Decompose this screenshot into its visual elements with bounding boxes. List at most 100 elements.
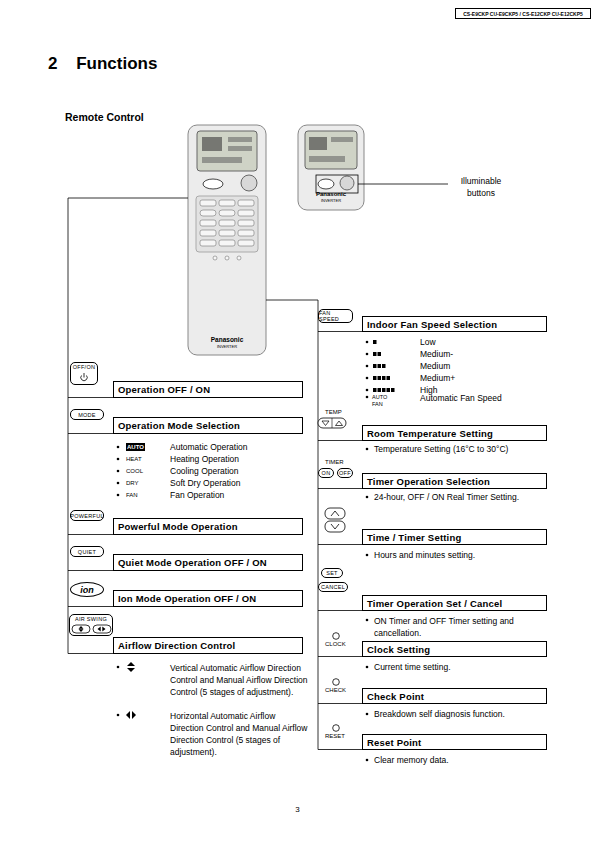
brand-logo: Panasonic [203, 336, 251, 344]
function-box: Airflow Direction Control [113, 637, 303, 654]
tree-lines [68, 198, 362, 750]
node-text: OFF/ON [73, 364, 96, 370]
bullet-text: Hours and minutes setting. [374, 550, 549, 560]
bullet-text: Cooling Operation [170, 466, 300, 476]
node-text: POWERFUL [70, 513, 104, 519]
button-panel [196, 196, 258, 252]
display-icons [228, 137, 252, 142]
node-text: CANCEL [321, 584, 345, 590]
function-box: Operation Mode Selection [113, 417, 303, 434]
node-text: MODE [78, 412, 96, 418]
remote-body [188, 125, 266, 355]
node-text: Quiet Mode Operation OFF / ON [118, 557, 267, 568]
node-text: Indoor Fan Speed Selection [367, 319, 497, 330]
bullet-text: Medium- [420, 349, 520, 359]
display-clock [202, 157, 242, 163]
node-text: Airflow Direction Control [118, 640, 235, 651]
bullet-text: Horizontal Automatic Airflow Direction C… [170, 710, 310, 758]
model-header: CS-E9CKP CU-E9CKP5 / CS-E12CKP CU-E12CKP… [455, 8, 591, 19]
remote-button: FAN SPEED [318, 309, 353, 323]
node-text: CS-E9CKP CU-E9CKP5 / CS-E12CKP CU-E12CKP… [463, 11, 583, 17]
remote-display [197, 131, 257, 171]
function-box: Timer Operation Set / Cancel [362, 595, 547, 611]
function-box: Room Temperature Setting [362, 425, 547, 441]
function-box: Reset Point [362, 734, 547, 750]
button-name: CLOCK [325, 641, 355, 648]
remote-button: CANCEL [318, 582, 348, 592]
node-text: Clock Setting [367, 644, 430, 655]
node-text: Time / Timer Setting [367, 532, 461, 543]
function-box: Indoor Fan Speed Selection [362, 316, 547, 332]
mode-code: COOL [126, 467, 143, 475]
mode-code: AUTO [126, 443, 145, 451]
ion-button [318, 179, 334, 189]
node-text: ion [80, 585, 94, 595]
node-text: Ion Mode Operation OFF / ON [118, 593, 256, 604]
node-text: Timer Operation Set / Cancel [367, 598, 502, 609]
function-box: Clock Setting [362, 641, 547, 657]
display-clock [309, 156, 345, 162]
bullet-text: Current time setting. [374, 662, 549, 672]
small-round-buttons [333, 633, 340, 732]
page-number: 3 [290, 805, 305, 815]
bullet-text: Low [420, 337, 520, 347]
function-box: Check Point [362, 688, 547, 704]
display-icons [331, 137, 353, 142]
button-name: RESET [325, 733, 355, 740]
remote-button: ON [318, 468, 334, 478]
bullet-text: Soft Dry Operation [170, 478, 300, 488]
remote-display [305, 131, 357, 169]
remote-button: MODE [70, 409, 104, 420]
remote-buttons [200, 200, 254, 260]
function-box: Operation OFF / ON [113, 381, 303, 398]
button-name: CHECK [325, 687, 355, 694]
model-mark: INVERTER [311, 198, 351, 203]
node-text: Operation Mode Selection [118, 420, 240, 431]
temp-buttons [318, 418, 346, 428]
page-title: 2 Functions [48, 54, 157, 74]
air-swing-buttons [72, 625, 111, 633]
function-box: Ion Mode Operation OFF / ON [113, 590, 303, 607]
mode-code: AUTO FAN [372, 394, 392, 408]
mode-code: HEAT [126, 455, 142, 463]
bullet-text: Automatic Operation [170, 442, 300, 452]
node-text: Timer Operation Selection [367, 476, 490, 487]
remote-body [298, 125, 364, 210]
bullet-text: 24-hour, OFF / ON Real Timer Setting. [374, 492, 549, 502]
leader-line [358, 184, 448, 185]
remote-button: POWERFUL [70, 510, 104, 521]
remote-button: OFF [337, 468, 353, 478]
brand-logo: Panasonic [307, 191, 355, 198]
bullet-text: Heating Operation [170, 454, 300, 464]
model-mark: INVERTER [207, 344, 247, 349]
bullet-text: Fan Operation [170, 490, 300, 500]
bullet-text: Vertical Automatic Airflow Direction Con… [170, 662, 310, 698]
display-digits [309, 137, 327, 150]
node-text: Powerful Mode Operation [118, 521, 238, 532]
node-text: AIR SWING [75, 616, 107, 622]
remote-button: QUIET [70, 546, 104, 557]
bullet-text: Breakdown self diagnosis function. [374, 709, 549, 719]
bullet-text: ON Timer and OFF Timer setting and cance… [374, 615, 552, 639]
function-box: Powerful Mode Operation [113, 518, 303, 535]
node-text: Check Point [367, 691, 424, 702]
callout-frame [316, 175, 358, 193]
ion-button [203, 179, 223, 189]
remote-button: OFF/ON [70, 362, 98, 385]
node-text: FAN SPEED [319, 310, 352, 322]
power-button [340, 176, 354, 190]
bullet-text: Medium+ [420, 373, 520, 383]
bullet-text: Automatic Fan Speed [420, 393, 540, 403]
remote-button: SET [321, 568, 343, 578]
mode-code: FAN [126, 491, 138, 499]
section-heading: Remote Control [65, 111, 195, 123]
power-symbol [81, 373, 87, 381]
bullet-text: Temperature Setting (16°C to 30°C) [374, 444, 549, 454]
function-box: Timer Operation Selection [362, 473, 547, 489]
power-button [241, 175, 257, 191]
mode-code: DRY [126, 479, 139, 487]
node-text: Room Temperature Setting [367, 428, 493, 439]
button-name: TEMP [325, 409, 355, 416]
